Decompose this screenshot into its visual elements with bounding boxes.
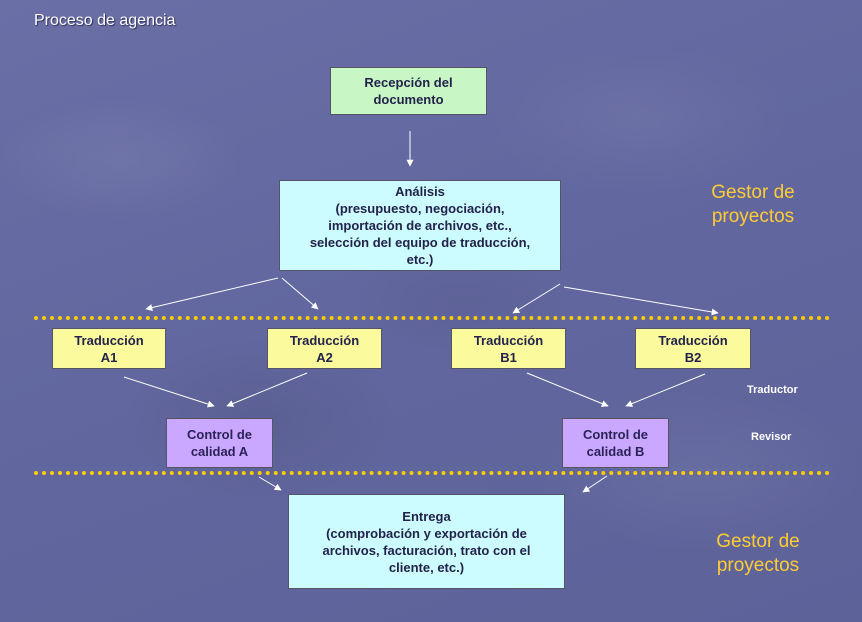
box-analisis: Análisis (presupuesto, negociación, impo… — [279, 180, 561, 271]
arrow-analisis-a2 — [281, 277, 319, 310]
box-traduccion-a2-line-1: Traducción — [289, 332, 360, 348]
box-traduccion-b2: Traducción B2 — [635, 328, 751, 369]
arrow-b2-control-b — [625, 373, 706, 407]
box-traduccion-a1-line-1: Traducción — [74, 332, 144, 348]
box-entrega: Entrega (comprobación y exportación de a… — [288, 494, 565, 589]
box-control-a-line-1: Control de — [187, 427, 252, 442]
box-traduccion-b2-line-2: B2 — [684, 349, 702, 365]
arrow-control-b-entrega — [582, 475, 608, 493]
box-recepcion-line-1: Recepción del — [364, 75, 453, 90]
role-traductor: Traductor — [747, 384, 798, 396]
box-analisis-line-3: importación de archivos, etc., — [328, 218, 512, 233]
arrow-a2-control-a — [226, 372, 308, 407]
box-recepcion-line-2: documento — [373, 92, 444, 107]
arrow-b1-control-b — [526, 372, 609, 407]
role-gestor-top-line-1: Gestor de — [711, 182, 795, 203]
arrow-control-a-entrega — [258, 476, 282, 491]
role-gestor-bottom-line-1: Gestor de — [716, 531, 800, 552]
role-gestor-top-line-2: proyectos — [711, 206, 795, 227]
box-recepcion: Recepción del documento — [330, 67, 487, 115]
arrow-a1-control-a — [123, 376, 215, 408]
divider-top — [34, 316, 830, 320]
box-entrega-line-4: cliente, etc.) — [388, 559, 465, 575]
box-traduccion-b1-line-1: Traducción — [473, 332, 544, 348]
role-gestor-bottom-line-2: proyectos — [716, 555, 800, 576]
box-analisis-line-1: Análisis — [395, 184, 445, 199]
role-gestor-top: Gestor de proyectos — [698, 181, 808, 229]
box-entrega-line-3: archivos, facturación, trato con el — [322, 542, 531, 558]
box-traduccion-a1: Traducción A1 — [52, 328, 166, 369]
box-traduccion-b2-line-1: Traducción — [658, 332, 728, 348]
box-control-b-line-1: Control de — [583, 427, 648, 442]
box-control-b-line-2: calidad B — [586, 444, 645, 459]
box-entrega-line-2: (comprobación y exportación de — [326, 525, 527, 541]
box-traduccion-a2-line-2: A2 — [316, 349, 333, 365]
role-gestor-bottom: Gestor de proyectos — [703, 530, 813, 578]
box-control-a: Control de calidad A — [166, 418, 273, 468]
slide-title: Proceso de agencia — [34, 12, 176, 29]
arrow-analisis-b1 — [512, 283, 561, 314]
box-analisis-line-4: selección del equipo de traducción, — [309, 235, 531, 250]
divider-bottom — [34, 471, 830, 475]
box-traduccion-a2: Traducción A2 — [267, 328, 382, 369]
box-control-b: Control de calidad B — [562, 418, 669, 468]
box-traduccion-a1-line-2: A1 — [100, 349, 118, 365]
arrow-analisis-a1 — [145, 277, 279, 311]
box-entrega-line-1: Entrega — [402, 508, 451, 524]
arrow-analisis-b2 — [563, 286, 719, 316]
box-traduccion-b1: Traducción B1 — [451, 328, 566, 369]
box-analisis-line-5: etc.) — [406, 252, 434, 267]
box-traduccion-b1-line-2: B1 — [500, 349, 517, 365]
box-analisis-line-2: (presupuesto, negociación, — [335, 201, 505, 216]
role-revisor: Revisor — [751, 431, 792, 443]
box-control-a-line-2: calidad A — [190, 444, 249, 459]
